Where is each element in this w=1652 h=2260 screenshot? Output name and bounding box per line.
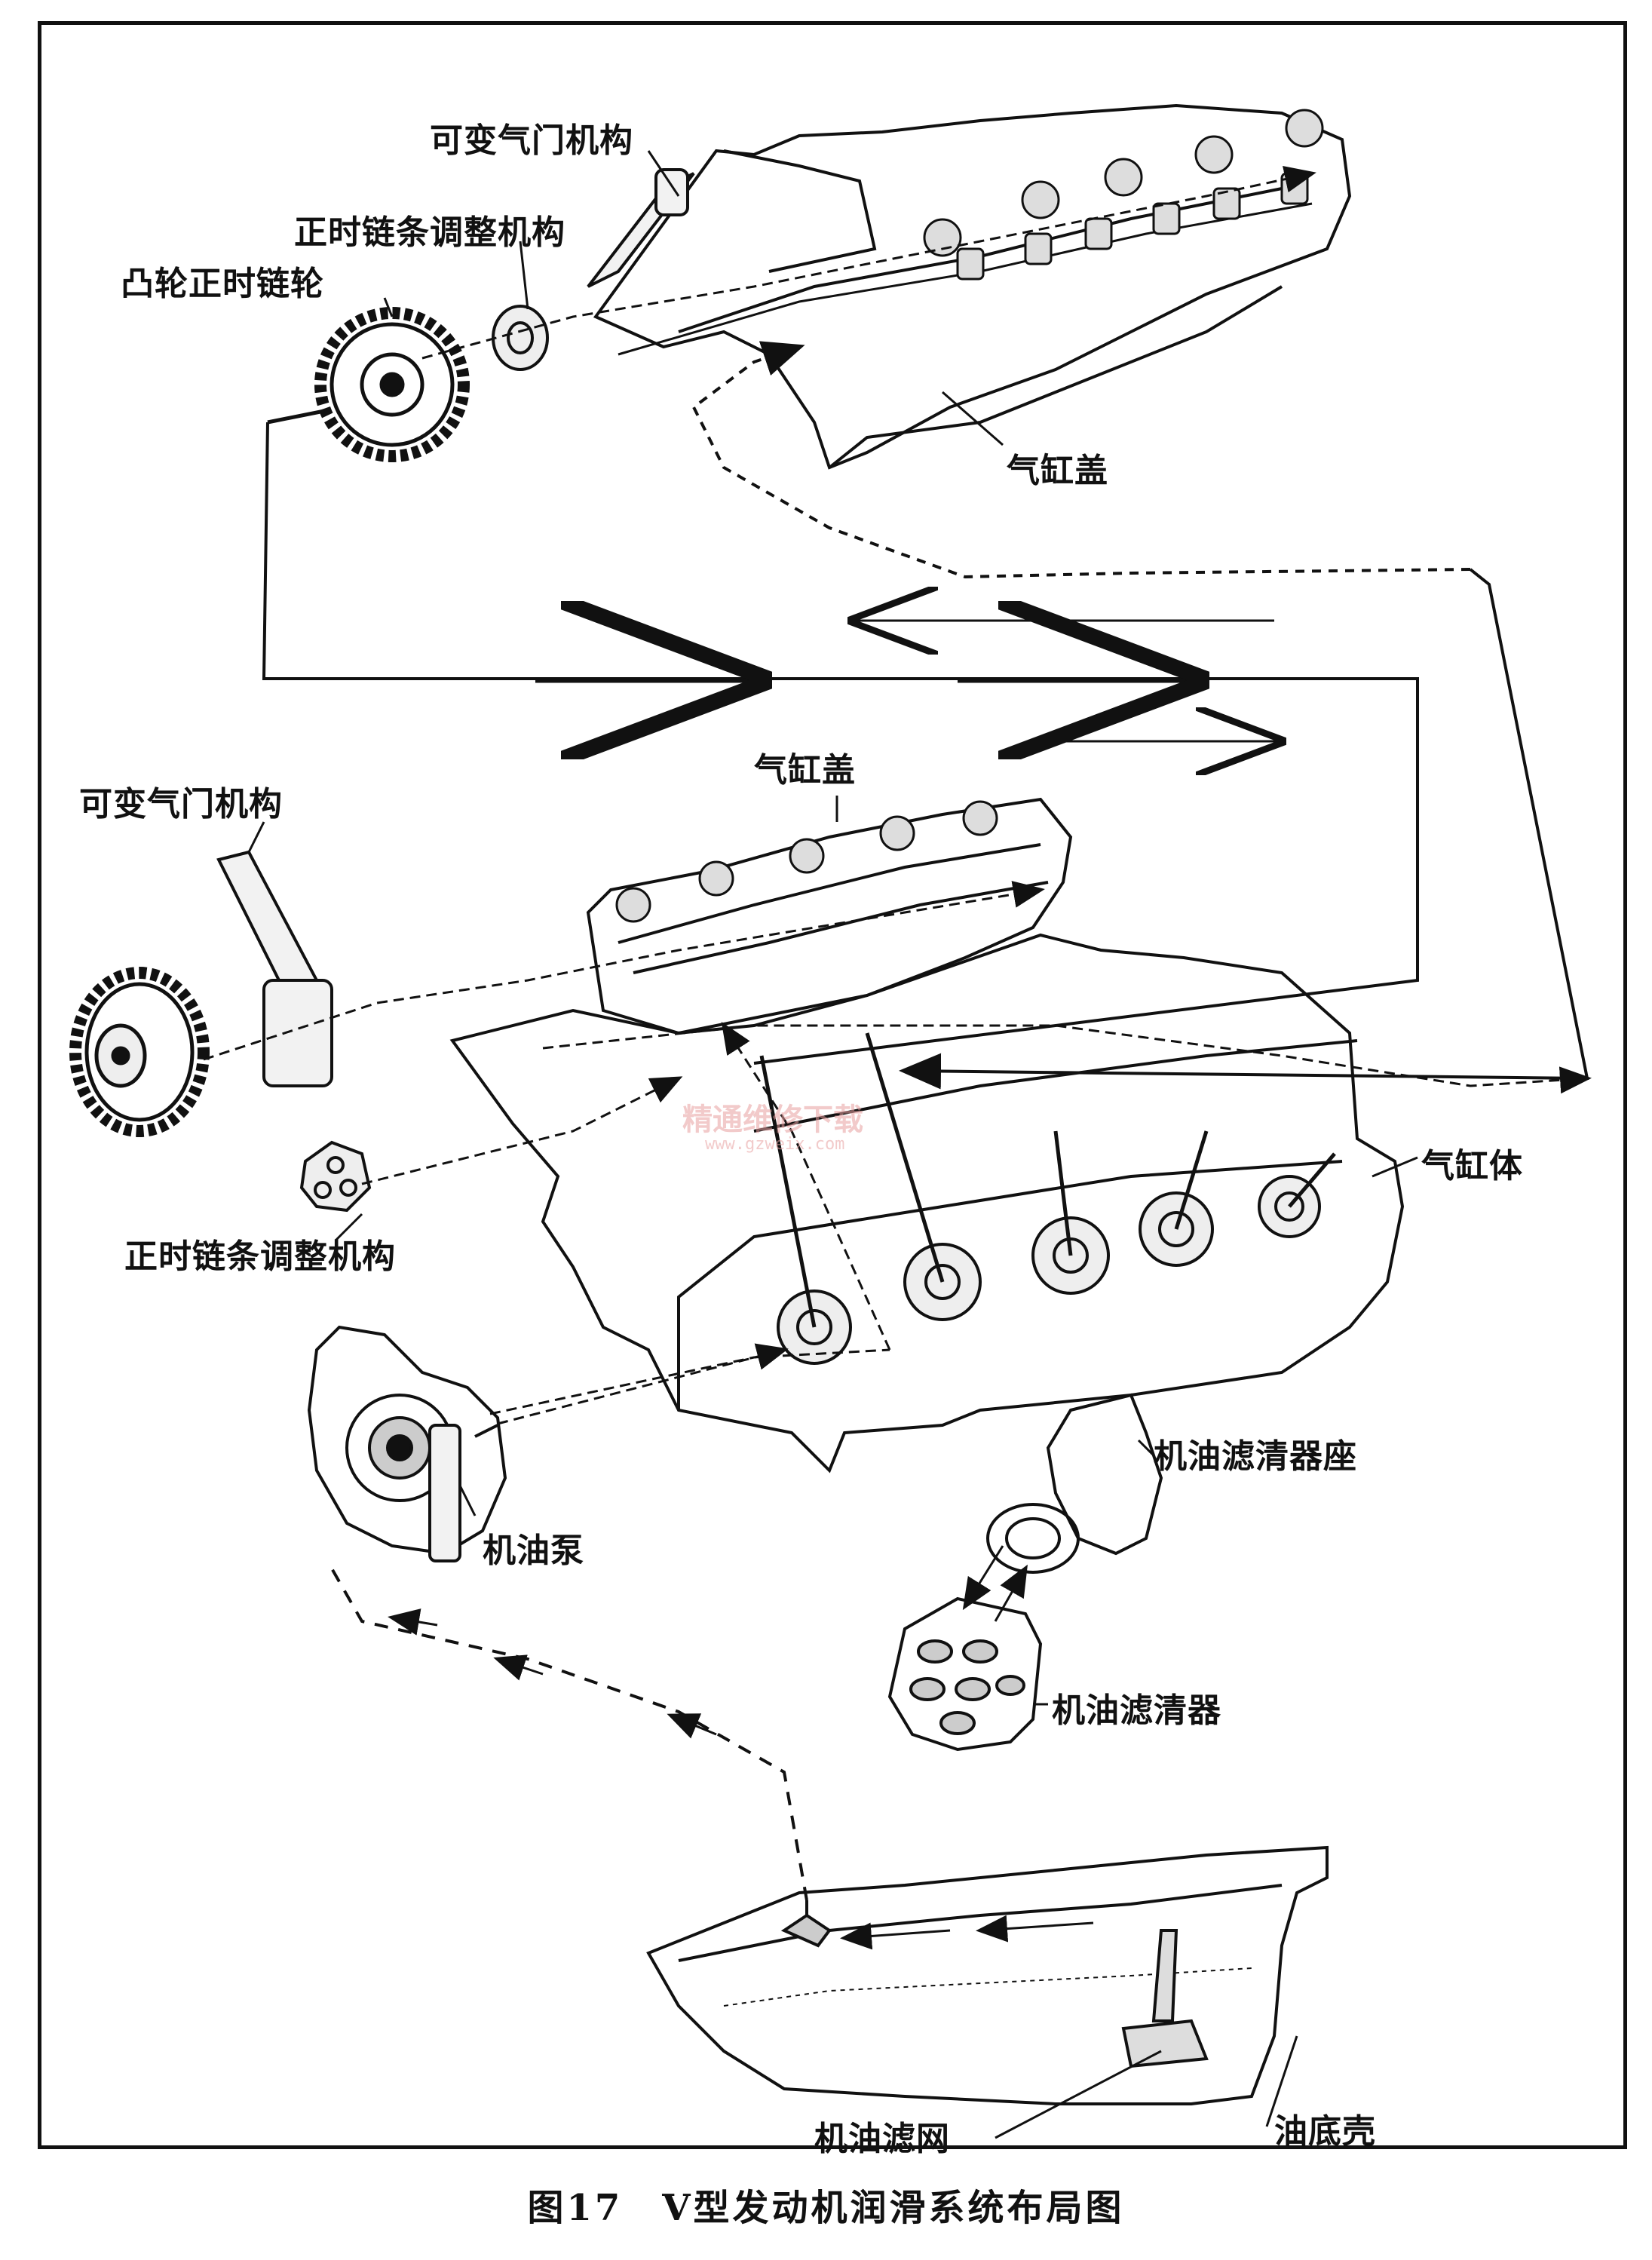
oil-pump xyxy=(307,1325,507,1562)
mid-cam-sprocket xyxy=(69,967,210,1137)
connecting-rods xyxy=(759,1032,1336,1328)
label-oil-strainer: 机油滤网 xyxy=(814,2120,950,2158)
pan-flow-arrows xyxy=(840,1915,1094,1950)
watermark-text: 精通维修下载 xyxy=(682,1102,863,1137)
mid-chain-tensioner xyxy=(299,1140,372,1213)
label-cylinder-head-top: 气缸盖 xyxy=(1007,452,1108,490)
leader-lines xyxy=(247,150,1418,2139)
watermark-url: www.gzweix.com xyxy=(705,1135,845,1154)
cylinder-block xyxy=(449,933,1405,1473)
top-cylinder-head xyxy=(593,103,1352,470)
top-cam-sprocket xyxy=(267,307,470,462)
pump-to-filter-line xyxy=(497,1343,789,1425)
mid-camshaft-lobes xyxy=(615,800,998,923)
top-oil-gallery xyxy=(421,165,1316,360)
oil-filter xyxy=(887,1596,1043,1752)
label-vvt-mid: 可变气门机构 xyxy=(79,785,283,823)
top-chain-tensioner xyxy=(492,305,549,371)
oil-filter-housing xyxy=(986,1393,1163,1574)
flow-direction-arrows xyxy=(535,621,1282,741)
label-oil-pump: 机油泵 xyxy=(483,1532,584,1570)
label-oil-filter-housing: 机油滤清器座 xyxy=(1154,1437,1357,1476)
label-chain-tensioner-mid: 正时链条调整机构 xyxy=(124,1237,396,1276)
label-cylinder-block: 气缸体 xyxy=(1421,1147,1523,1185)
label-oil-filter: 机油滤清器 xyxy=(1052,1691,1221,1730)
top-camshaft-lobes xyxy=(923,109,1324,281)
suction-line xyxy=(330,1568,808,1901)
mid-vvt-solenoid xyxy=(216,850,333,1087)
oil-circuit-lines xyxy=(262,341,1589,1090)
label-oil-pan: 油底壳 xyxy=(1274,2112,1376,2151)
label-cam-sprocket-top: 凸轮正时链轮 xyxy=(121,265,324,303)
crankshaft-journals xyxy=(777,1175,1321,1365)
label-cylinder-head-mid: 气缸盖 xyxy=(754,751,856,790)
mid-cylinder-head xyxy=(586,797,1073,1035)
top-vvt-solenoid xyxy=(587,168,695,288)
oil-pan xyxy=(646,1845,1329,2105)
label-vvt-top: 可变气门机构 xyxy=(430,121,633,160)
suction-arrows xyxy=(388,1608,717,1739)
figure-caption: 图17 V型发动机润滑系统布局图 xyxy=(527,2187,1125,2229)
label-chain-tensioner-top: 正时链条调整机构 xyxy=(294,213,565,252)
oil-strainer xyxy=(1121,1929,1209,2068)
filter-flow-arrows xyxy=(962,1545,1028,1622)
mid-oil-galleries xyxy=(203,881,1592,1415)
diagram-frame xyxy=(38,21,1627,2149)
